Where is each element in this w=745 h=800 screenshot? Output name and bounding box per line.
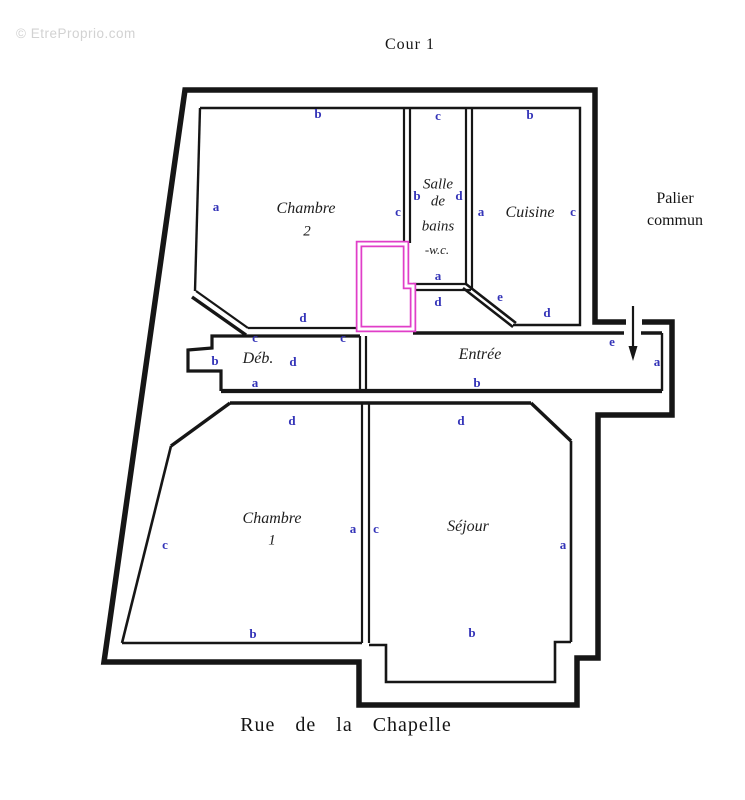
room-label: -w.c. bbox=[424, 242, 450, 257]
wall-label: d bbox=[543, 305, 551, 320]
wall-label: c bbox=[162, 537, 168, 552]
room-label: Chambre bbox=[242, 510, 302, 527]
wall-label: b bbox=[473, 375, 481, 390]
wall-label: a bbox=[212, 199, 220, 214]
room-label: Salle bbox=[423, 176, 453, 193]
wall-label: c bbox=[340, 330, 346, 345]
wall-label: a bbox=[559, 537, 567, 552]
common-landing-line1: Palier bbox=[656, 190, 694, 207]
chambre2-chamfer-outer bbox=[191, 295, 247, 337]
chambre1-inner-left bbox=[120, 445, 173, 644]
bathroom-bottom-wall bbox=[413, 282, 471, 292]
wall-label: b bbox=[249, 626, 257, 641]
wall-label: e bbox=[497, 289, 503, 304]
courtyard-label: Cour 1 bbox=[385, 36, 435, 53]
wall-label: a bbox=[477, 204, 485, 219]
room-label: de bbox=[430, 193, 446, 210]
wall-label: a bbox=[434, 268, 442, 283]
wall-label: c bbox=[373, 521, 379, 536]
room-label: Cuisine bbox=[505, 204, 555, 221]
chambre1-sejour-divider bbox=[360, 403, 371, 643]
room-label: Séjour bbox=[447, 518, 489, 535]
kitchen-chamfer bbox=[462, 282, 517, 329]
room-label: Déb. bbox=[242, 350, 274, 367]
bathroom-left-wall bbox=[402, 108, 412, 243]
street-label: Rue de la Chapelle bbox=[240, 714, 452, 736]
wall-label: d bbox=[457, 413, 465, 428]
room-label: 1 bbox=[268, 532, 276, 549]
wall-label: b bbox=[526, 107, 534, 122]
wall-label: c bbox=[395, 204, 401, 219]
common-landing-line2: commun bbox=[647, 212, 703, 229]
wall-label: a bbox=[349, 521, 357, 536]
bay-window-inner bbox=[369, 640, 571, 684]
entrance-arrow-icon bbox=[628, 306, 638, 361]
wall-label: c bbox=[570, 204, 576, 219]
wall-label: b bbox=[468, 625, 476, 640]
room-label: 2 bbox=[303, 223, 311, 240]
common-landing-label: Palier commun bbox=[629, 188, 721, 232]
deb-entree-divider bbox=[358, 336, 368, 391]
wall-label: d bbox=[434, 294, 442, 309]
chambre1-chamfer bbox=[169, 401, 232, 448]
deb-outline bbox=[186, 334, 360, 391]
wall-label: b bbox=[413, 188, 421, 203]
sejour-chamfer bbox=[529, 401, 573, 443]
wall-label: d bbox=[299, 310, 307, 325]
wall-label: d bbox=[288, 413, 296, 428]
chambre2-chamfer bbox=[195, 290, 249, 329]
bathroom-right-wall bbox=[464, 108, 474, 290]
inner-wall-left-slant bbox=[193, 107, 202, 292]
watermark: © EtreProprio.com bbox=[16, 26, 136, 41]
wall-label: b bbox=[211, 353, 219, 368]
wall-label: d bbox=[289, 354, 297, 369]
wall-label: e bbox=[609, 334, 615, 349]
wall-label: d bbox=[455, 188, 463, 203]
wall-label: a bbox=[653, 354, 661, 369]
wall-label: c bbox=[252, 330, 258, 345]
inner-wall-top-section bbox=[200, 106, 582, 327]
wall-label: c bbox=[435, 108, 441, 123]
room-label: Entrée bbox=[458, 346, 502, 363]
room-label: Chambre bbox=[276, 200, 336, 217]
wall-label: b bbox=[314, 106, 322, 121]
highlighted-wall-core bbox=[357, 242, 415, 331]
room-label: bains bbox=[421, 218, 455, 235]
wall-label: a bbox=[251, 375, 259, 390]
outer-wall bbox=[100, 87, 675, 708]
